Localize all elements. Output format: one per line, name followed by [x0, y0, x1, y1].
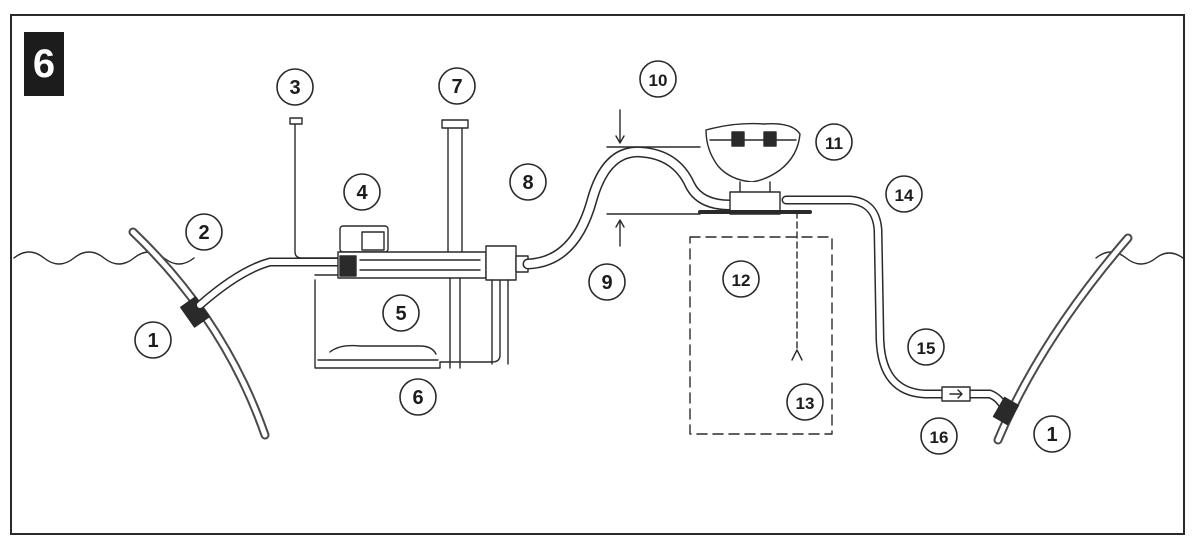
callout-circle-7	[438, 67, 476, 105]
vent-line-pipe	[294, 123, 341, 259]
tank-vent-pipe	[447, 127, 463, 253]
callout-circle-14	[885, 175, 923, 213]
callout-circle-4	[343, 173, 381, 211]
callout-label-14: 14	[895, 186, 914, 205]
callout-label-6: 6	[412, 387, 423, 409]
pump-body-housing	[337, 251, 487, 279]
callout-label-13: 13	[796, 394, 815, 413]
callout-label-7: 7	[451, 76, 462, 98]
height-marker-upper	[606, 109, 701, 148]
callout-label-10: 10	[649, 71, 668, 90]
step-number-badge: 6	[24, 32, 64, 96]
floor-area-box	[689, 236, 833, 435]
callout-label-5: 5	[395, 303, 406, 325]
callout-circle-2	[185, 213, 223, 251]
callout-label-4: 4	[356, 182, 368, 204]
callout-circle-10	[639, 60, 677, 98]
callout-circle-5	[382, 294, 420, 332]
callout-circle-15	[907, 328, 945, 366]
discharge-hose-line	[781, 195, 1009, 413]
callout-label-12: 12	[732, 271, 751, 290]
callout-label-1-left: 1	[147, 330, 158, 352]
diagram-frame	[10, 14, 1185, 535]
callout-circle-9	[588, 263, 626, 301]
loop-up-hose	[522, 146, 736, 270]
callout-circle-12	[722, 260, 760, 298]
callout-label-1-right: 1	[1046, 424, 1057, 446]
callout-label-8: 8	[522, 172, 533, 194]
callout-label-16: 16	[930, 428, 949, 447]
callout-labels: 1 2 3 4 5 6 7 8 9 10 11 12 13 14 15 16 1	[147, 71, 1057, 447]
callout-circle-6	[399, 378, 437, 416]
callout-circle-1-right	[1033, 415, 1071, 453]
callout-circle-11	[815, 123, 853, 161]
sea-cock-right-fitting	[992, 396, 1020, 426]
tank-outlet-fitting	[485, 245, 517, 281]
callout-circle-1-left	[134, 321, 172, 359]
callout-label-9: 9	[601, 272, 612, 294]
callout-circle-8	[509, 163, 547, 201]
height-marker-lower	[606, 213, 701, 247]
callout-circle-3	[276, 68, 314, 106]
callout-label-11: 11	[825, 134, 843, 153]
callout-markers	[134, 60, 1071, 455]
callout-circle-13	[786, 383, 824, 421]
callout-label-3: 3	[289, 77, 300, 99]
callout-label-2: 2	[198, 222, 209, 244]
callout-circle-16	[920, 417, 958, 455]
hull-right	[993, 233, 1133, 445]
callout-label-15: 15	[917, 339, 936, 358]
toilet-bowl-top	[705, 122, 801, 183]
